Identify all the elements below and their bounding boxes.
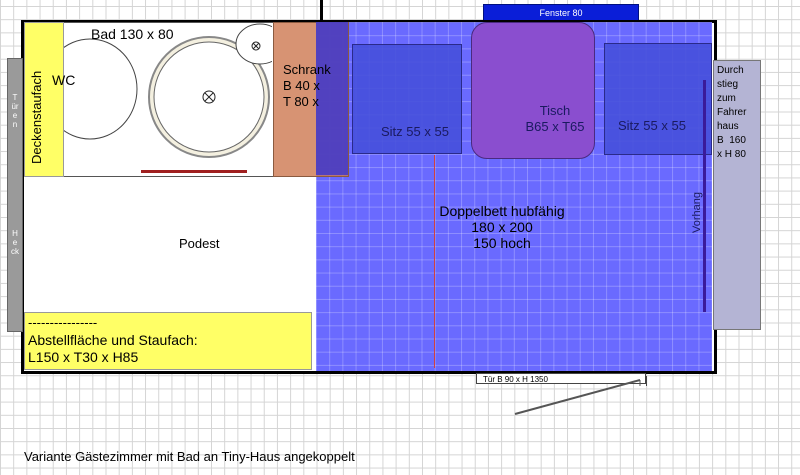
- bathroom-label: Bad 130 x 80: [91, 26, 174, 42]
- sitz-left-label: Sitz 55 x 55: [381, 124, 449, 139]
- seat-left: [352, 44, 462, 154]
- wc-label: WC: [52, 72, 76, 88]
- bed-label: Doppelbett hubfähig 180 x 200 150 hoch: [439, 203, 565, 251]
- passage-to-cab: [713, 60, 761, 330]
- ceiling-storage: [24, 22, 64, 177]
- vorhang-label: Vorhang: [691, 192, 703, 233]
- sink-cross-b: [252, 42, 260, 50]
- doors-rear-strip: Türen Heck: [7, 58, 23, 332]
- bed-center-line: [434, 155, 435, 368]
- caption: Variante Gästezimmer mit Bad an Tiny-Hau…: [24, 449, 355, 464]
- door-label-box: Tür B 90 x H 1350: [476, 373, 646, 384]
- door-swing: [514, 379, 641, 415]
- door-leaf: [514, 379, 641, 415]
- podest-label: Podest: [179, 236, 220, 251]
- window-label: Fenster 80: [539, 8, 583, 18]
- bathroom-fixtures: [42, 23, 272, 158]
- schrank-label: Schrank B 40 x T 80 x: [283, 62, 331, 109]
- connector-line: [320, 0, 323, 20]
- door-tick: [646, 376, 647, 386]
- wardrobe-overlap-stripe: [316, 22, 348, 175]
- seat-right: [604, 43, 712, 155]
- storage-label: Abstellfläche und Staufach: L150 x T30 x…: [28, 332, 198, 365]
- table-tisch: [471, 22, 595, 159]
- deckenstaufach-label: Deckenstaufach: [29, 70, 44, 164]
- drain-cross-b: [204, 92, 214, 102]
- curtain-line: [703, 80, 706, 312]
- door-label: Tür B 90 x H 1350: [483, 375, 548, 384]
- sitz-right-label: Sitz 55 x 55: [618, 118, 686, 133]
- durchstieg-label: Durch stieg zum Fahrer haus B 160 x H 80: [717, 65, 747, 160]
- storage-shelf: [24, 312, 312, 370]
- tueren-label: Türen: [11, 93, 19, 129]
- storage-dashes: ----------------: [28, 315, 98, 330]
- shower-curtain-rail: [141, 170, 247, 173]
- heck-label: Heck: [11, 229, 19, 256]
- tisch-label: Tisch B65 x T65: [525, 103, 585, 134]
